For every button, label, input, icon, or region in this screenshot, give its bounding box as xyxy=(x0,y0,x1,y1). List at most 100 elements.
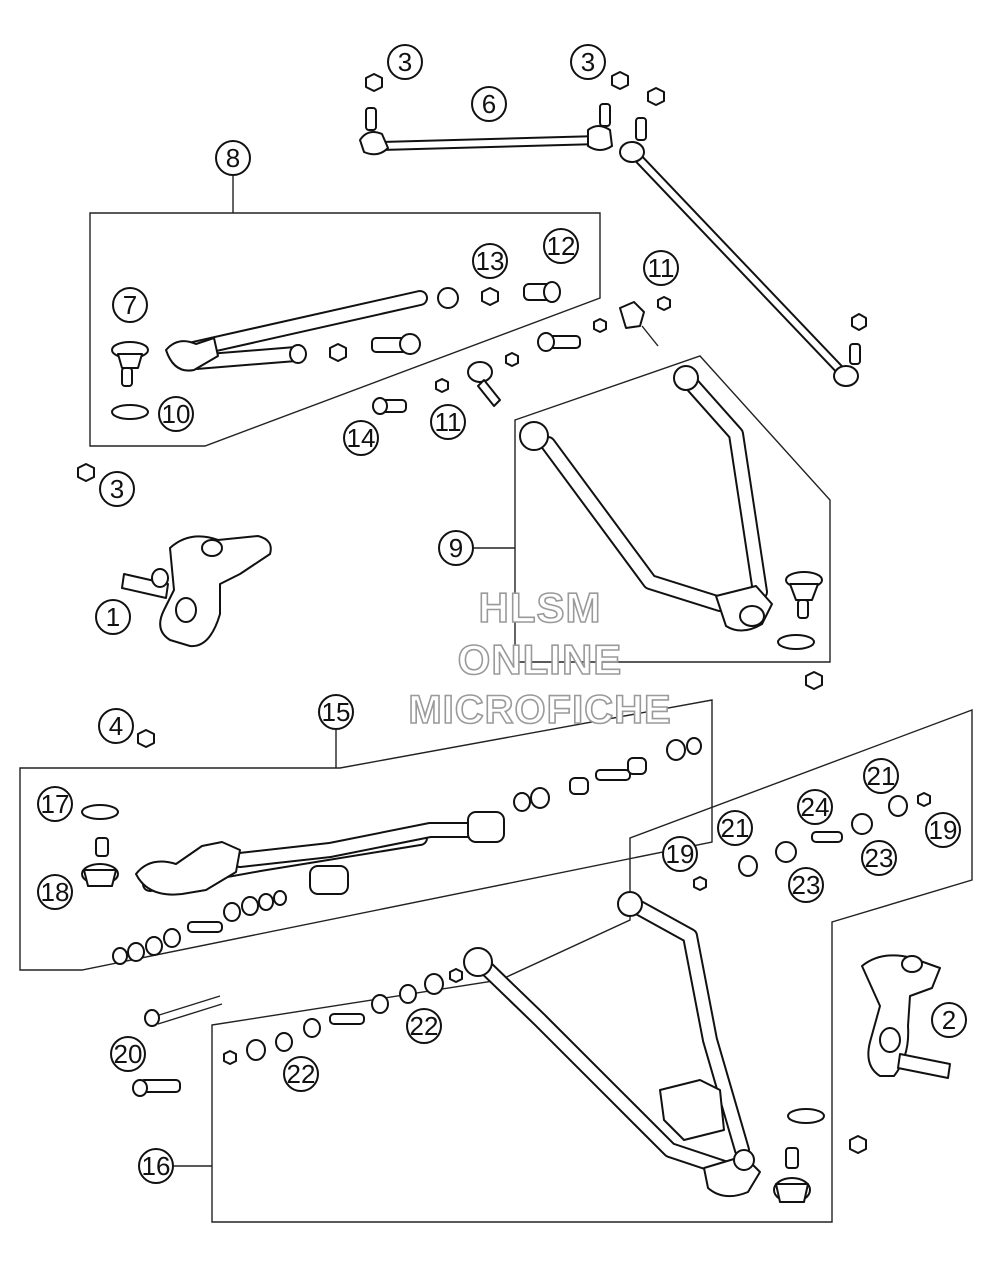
callout-1-label: 1 xyxy=(106,602,120,632)
lower-a-arm-16 xyxy=(463,891,761,1198)
washer-11-shape xyxy=(435,378,449,393)
ring-10-shape xyxy=(111,404,149,420)
nut-13-shape xyxy=(481,287,499,306)
nut-3b-shape xyxy=(611,71,629,90)
callout-21a: 21 xyxy=(717,810,753,846)
callout-2-label: 2 xyxy=(942,1005,956,1035)
callout-15: 15 xyxy=(318,694,354,730)
hardware-row-15-upper xyxy=(513,737,702,812)
washer-11-top-shape xyxy=(657,296,671,311)
callout-20: 20 xyxy=(110,1036,146,1072)
spindle-knuckle-1 xyxy=(121,535,272,648)
watermark-line-3: MICROFICHE xyxy=(408,687,672,733)
callout-17: 17 xyxy=(37,786,73,822)
callout-10: 10 xyxy=(158,396,194,432)
callout-3a-label: 3 xyxy=(398,47,412,77)
callout-3c-label: 3 xyxy=(110,474,124,504)
bolt-right-shape xyxy=(537,332,581,352)
callout-16: 16 xyxy=(138,1148,174,1184)
callout-1: 1 xyxy=(95,599,131,635)
tie-rod-6 xyxy=(359,103,613,156)
bushing-12-shape xyxy=(523,281,561,303)
hardware-row-22 xyxy=(223,968,463,1065)
callout-24: 24 xyxy=(797,789,833,825)
frame-group-15 xyxy=(19,699,713,971)
callout-14-label: 14 xyxy=(347,423,376,453)
callout-11b: 11 xyxy=(430,404,466,440)
callout-23a-label: 23 xyxy=(865,843,894,873)
spacer-right-shape xyxy=(619,301,659,347)
callout-18-label: 18 xyxy=(41,877,70,907)
callout-3a: 3 xyxy=(387,44,423,80)
callout-21a-label: 21 xyxy=(721,813,750,843)
nut-16-shape xyxy=(849,1135,867,1154)
upper-a-arm-9 xyxy=(519,365,773,632)
nut-4-shape xyxy=(137,729,155,748)
ring-16-shape xyxy=(787,1108,825,1124)
callout-13: 13 xyxy=(472,243,508,279)
callout-11b-label: 11 xyxy=(435,407,462,437)
nut-3c-shape xyxy=(77,463,95,482)
nut-right-shape xyxy=(505,352,519,367)
callout-19b: 19 xyxy=(925,812,961,848)
callout-15-label: 15 xyxy=(322,697,351,727)
callout-22a: 22 xyxy=(406,1008,442,1044)
nut-tie-rod-end-shape xyxy=(851,313,867,331)
callout-4-label: 4 xyxy=(109,711,123,741)
nut-3-top-right-shape xyxy=(647,87,665,106)
callout-23b: 23 xyxy=(788,867,824,903)
callout-19b-label: 19 xyxy=(929,815,958,845)
callout-22b-label: 22 xyxy=(287,1059,316,1089)
lower-a-arm-15 xyxy=(135,811,505,896)
callout-24-label: 24 xyxy=(801,792,830,822)
callout-3b: 3 xyxy=(570,44,606,80)
frame-group-16 xyxy=(211,708,973,1223)
callout-19a: 19 xyxy=(662,836,698,872)
ball-joint-16-shape xyxy=(773,1147,811,1203)
callout-21b-label: 21 xyxy=(867,761,896,791)
ball-joint-7-shape xyxy=(111,341,149,387)
callout-22b: 22 xyxy=(283,1056,319,1092)
callout-9-label: 9 xyxy=(449,533,463,563)
callout-7: 7 xyxy=(112,287,148,323)
callout-9: 9 xyxy=(438,530,474,566)
callout-19a-label: 19 xyxy=(666,839,695,869)
callout-20-label: 20 xyxy=(114,1039,143,1069)
callout-11a: 11 xyxy=(643,250,679,286)
callout-22a-label: 22 xyxy=(410,1011,439,1041)
callout-13-label: 13 xyxy=(476,246,505,276)
callout-21b: 21 xyxy=(863,758,899,794)
callout-10-label: 10 xyxy=(162,399,191,429)
hardware-cluster-19-24 xyxy=(693,792,931,891)
callout-6-label: 6 xyxy=(482,89,496,119)
callout-18: 18 xyxy=(37,874,73,910)
nut-3a-shape xyxy=(365,73,383,92)
frame-group-8 xyxy=(89,212,601,447)
callout-17-label: 17 xyxy=(41,789,70,819)
ring-9-shape xyxy=(777,634,815,650)
callout-16-label: 16 xyxy=(142,1151,171,1181)
callout-3c: 3 xyxy=(99,471,135,507)
nut-9-shape xyxy=(805,671,823,690)
bolt-14-shape xyxy=(372,397,407,415)
long-tie-rod xyxy=(619,117,861,387)
callout-23b-label: 23 xyxy=(792,870,821,900)
nut-mid-shape xyxy=(329,343,347,362)
watermark-line-2: ONLINE xyxy=(457,635,623,684)
callout-8: 8 xyxy=(215,140,251,176)
callout-3b-label: 3 xyxy=(581,47,595,77)
hardware-row-15-lower xyxy=(112,890,287,965)
callout-8-label: 8 xyxy=(226,143,240,173)
frame-group-9 xyxy=(514,355,831,663)
spindle-knuckle-2 xyxy=(861,954,951,1079)
callout-2: 2 xyxy=(931,1002,967,1038)
bolt-mid-shape xyxy=(371,333,421,355)
bolt-20-shape xyxy=(132,995,223,1097)
callout-6: 6 xyxy=(471,86,507,122)
callout-7-label: 7 xyxy=(123,290,137,320)
ring-17-shape xyxy=(81,804,119,820)
callout-12-label: 12 xyxy=(547,231,576,261)
callout-14: 14 xyxy=(343,420,379,456)
callout-12: 12 xyxy=(543,228,579,264)
